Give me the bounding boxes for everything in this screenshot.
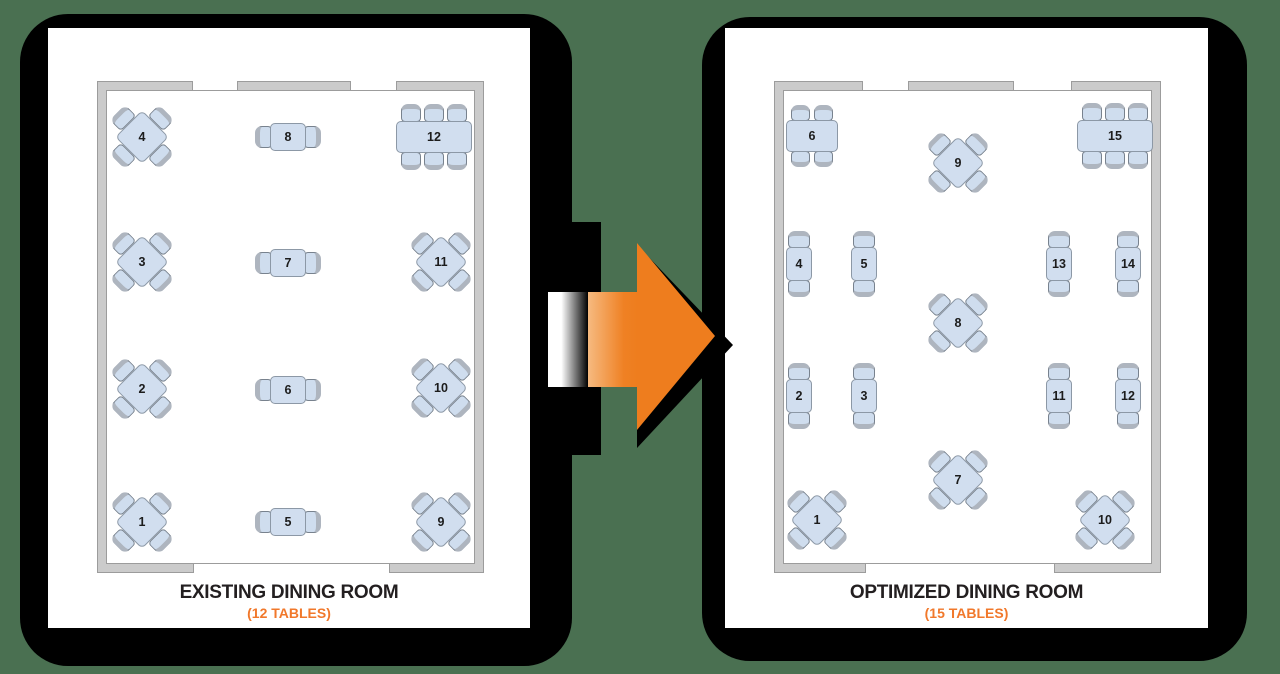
table-number: 2 xyxy=(795,389,803,403)
table-number: 3 xyxy=(860,389,868,403)
table-5: 5 xyxy=(850,231,878,297)
table-number: 7 xyxy=(284,256,292,270)
table-8: 8 xyxy=(920,285,996,361)
table-number: 2 xyxy=(138,382,146,396)
table-7: 7 xyxy=(920,442,996,518)
table-3: 3 xyxy=(850,363,878,429)
door-opening xyxy=(350,81,397,91)
table-surface xyxy=(851,247,877,281)
table-number: 4 xyxy=(138,130,146,144)
table-surface xyxy=(270,123,306,151)
transformation-arrow xyxy=(548,222,733,455)
table-12: 12 xyxy=(1114,363,1142,429)
table-number: 1 xyxy=(813,513,821,527)
arrow-shaft xyxy=(548,292,637,387)
table-number: 13 xyxy=(1052,257,1066,271)
existing-caption: EXISTING DINING ROOM (12 TABLES) xyxy=(48,583,530,620)
door-opening xyxy=(192,81,238,91)
table-1: 1 xyxy=(104,484,180,560)
table-number: 9 xyxy=(437,515,445,529)
table-4: 4 xyxy=(104,99,180,175)
table-4: 4 xyxy=(785,231,813,297)
table-number: 10 xyxy=(434,381,448,395)
table-surface xyxy=(851,379,877,413)
table-number: 6 xyxy=(284,383,292,397)
table-surface xyxy=(396,121,472,153)
existing-title: EXISTING DINING ROOM xyxy=(179,582,399,603)
table-surface xyxy=(270,376,306,404)
table-number: 8 xyxy=(284,130,292,144)
table-surface xyxy=(786,379,812,413)
table-number: 6 xyxy=(808,129,816,143)
table-11: 11 xyxy=(1045,363,1073,429)
table-6: 6 xyxy=(786,105,838,167)
table-surface xyxy=(786,120,838,152)
table-number: 1 xyxy=(138,515,146,529)
table-number: 11 xyxy=(434,255,448,269)
table-number: 12 xyxy=(427,130,441,144)
table-number: 8 xyxy=(954,316,962,330)
door-opening xyxy=(865,563,1055,573)
door-opening xyxy=(1013,81,1072,91)
table-number: 12 xyxy=(1121,389,1135,403)
door-opening xyxy=(193,563,390,573)
table-number: 7 xyxy=(954,473,962,487)
table-surface xyxy=(1046,379,1072,413)
existing-table-count: (12 TABLES) xyxy=(247,605,331,621)
table-10: 10 xyxy=(1067,482,1143,558)
table-10: 10 xyxy=(403,350,479,426)
table-11: 11 xyxy=(403,224,479,300)
table-number: 14 xyxy=(1121,257,1135,271)
table-3: 3 xyxy=(104,224,180,300)
table-surface xyxy=(1077,120,1153,152)
table-9: 9 xyxy=(920,125,996,201)
table-13: 13 xyxy=(1045,231,1073,297)
arrow-head xyxy=(637,243,715,430)
optimized-caption: OPTIMIZED DINING ROOM (15 TABLES) xyxy=(725,583,1208,620)
table-1: 1 xyxy=(779,482,855,558)
table-number: 5 xyxy=(284,515,292,529)
table-number: 9 xyxy=(954,156,962,170)
table-number: 4 xyxy=(795,257,803,271)
table-surface xyxy=(270,249,306,277)
table-surface xyxy=(1115,379,1141,413)
table-8: 8 xyxy=(254,122,322,152)
table-6: 6 xyxy=(254,375,322,405)
table-14: 14 xyxy=(1114,231,1142,297)
table-5: 5 xyxy=(254,507,322,537)
table-number: 5 xyxy=(860,257,868,271)
optimized-title: OPTIMIZED DINING ROOM xyxy=(849,582,1084,603)
table-12: 12 xyxy=(396,104,472,170)
table-2: 2 xyxy=(785,363,813,429)
table-number: 3 xyxy=(138,255,146,269)
table-number: 10 xyxy=(1098,513,1112,527)
table-surface xyxy=(270,508,306,536)
optimized-table-count: (15 TABLES) xyxy=(924,605,1009,621)
table-number: 11 xyxy=(1052,389,1066,403)
table-surface xyxy=(1115,247,1141,281)
door-opening xyxy=(862,81,909,91)
table-number: 15 xyxy=(1108,129,1122,143)
table-15: 15 xyxy=(1077,103,1153,169)
table-surface xyxy=(786,247,812,281)
table-2: 2 xyxy=(104,351,180,427)
table-7: 7 xyxy=(254,248,322,278)
table-surface xyxy=(1046,247,1072,281)
table-9: 9 xyxy=(403,484,479,560)
